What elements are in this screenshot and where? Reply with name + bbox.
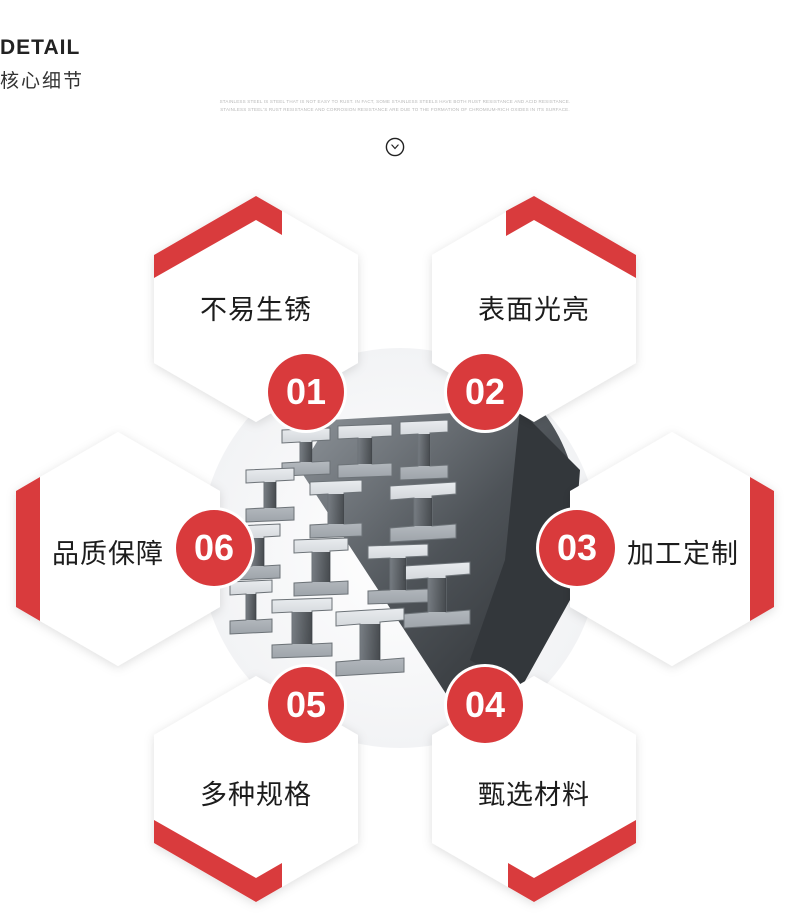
feature-label-01: 不易生锈	[200, 295, 312, 326]
section-title-cn: 核心细节	[0, 70, 85, 92]
feature-number-03: 03	[539, 510, 615, 586]
hex-card-06	[16, 432, 220, 666]
feature-label-06: 品质保障	[52, 539, 164, 570]
section-title-en: DETAIL	[0, 36, 81, 59]
hex-card-03	[570, 432, 774, 666]
feature-label-05: 多种规格	[200, 780, 312, 811]
feature-number-06: 06	[176, 510, 252, 586]
feature-label-02: 表面光亮	[478, 295, 590, 326]
feature-number-05: 05	[268, 667, 344, 743]
feature-label-03: 加工定制	[627, 539, 739, 570]
feature-number-01: 01	[268, 354, 344, 430]
steel-beams-image	[200, 348, 600, 748]
feature-label-04: 甄选材料	[478, 780, 590, 811]
chevron-down-circle-icon[interactable]	[385, 137, 405, 157]
feature-number-04: 04	[447, 667, 523, 743]
feature-number-02: 02	[447, 354, 523, 430]
section-subtitle: STAINLESS STEEL IS STEEL THAT IS NOT EAS…	[219, 99, 571, 112]
